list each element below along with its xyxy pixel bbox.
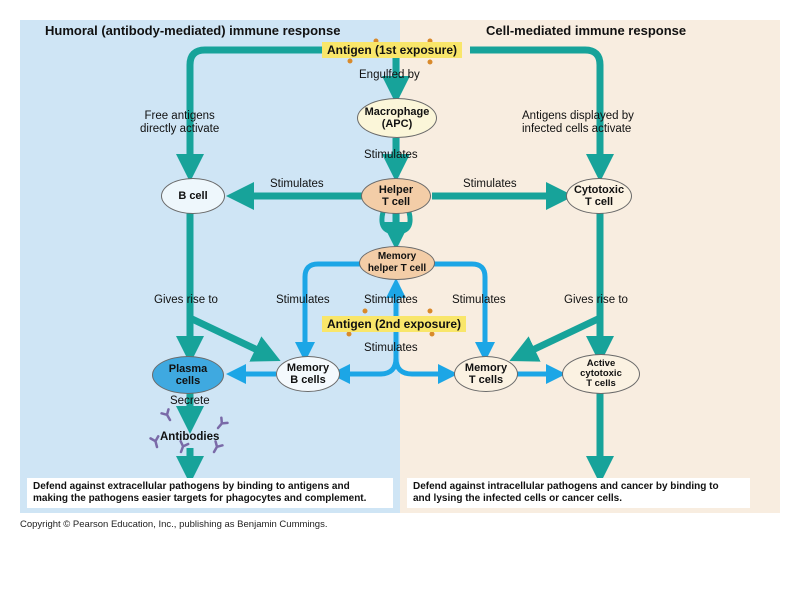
label-stimulates-b: Stimulates: [270, 178, 324, 190]
node-macrophage: Macrophage(APC): [357, 98, 437, 138]
result-cell-mediated: Defend against intracellular pathogens a…: [407, 478, 750, 508]
arrow-cyto-to-memory-t: [509, 314, 602, 362]
arrow-b-to-memory-b: [188, 314, 281, 362]
cell-mediated-title: Cell-mediated immune response: [486, 23, 687, 38]
copyright-notice: Copyright © Pearson Education, Inc., pub…: [20, 519, 328, 530]
label-secrete: Secrete: [170, 395, 210, 407]
label-stimulates-memory-t: Stimulates: [452, 294, 506, 306]
result-humoral: Defend against extracellular pathogens b…: [27, 478, 393, 508]
label-engulfed-by: Engulfed by: [359, 69, 420, 81]
label-stimulates-memory-b: Stimulates: [276, 294, 330, 306]
arrow-2nd-to-memory-b: [330, 357, 399, 384]
arrow-antigen-to-cyto: [470, 46, 614, 182]
label-stimulates-cyto: Stimulates: [463, 178, 517, 190]
humoral-title: Humoral (antibody-mediated) immune respo…: [45, 23, 341, 38]
label-stimulates-apc: Stimulates: [364, 149, 418, 161]
label-antibodies: Antibodies: [160, 431, 220, 443]
node-b-cell: B cell: [161, 178, 225, 214]
arrow-memory-helper-to-memory-t: [434, 261, 495, 362]
label-stimulates-memory-helper: Stimulates: [364, 294, 418, 306]
antigen-first-exposure: Antigen (1st exposure): [322, 42, 463, 58]
label-gives-rise-right: Gives rise to: [564, 294, 628, 306]
arrow-antigen-to-b: [176, 46, 322, 182]
antigen-second-exposure: Antigen (2nd exposure): [322, 316, 467, 332]
antibody-icons: [149, 408, 229, 454]
helper-self-loop: [379, 211, 413, 235]
arrow-memory-helper-to-memory-b: [295, 261, 360, 362]
label-gives-rise-left: Gives rise to: [154, 294, 218, 306]
arrow-2nd-to-memory-t: [393, 357, 458, 384]
label-stimulates-2nd: Stimulates: [364, 342, 418, 354]
